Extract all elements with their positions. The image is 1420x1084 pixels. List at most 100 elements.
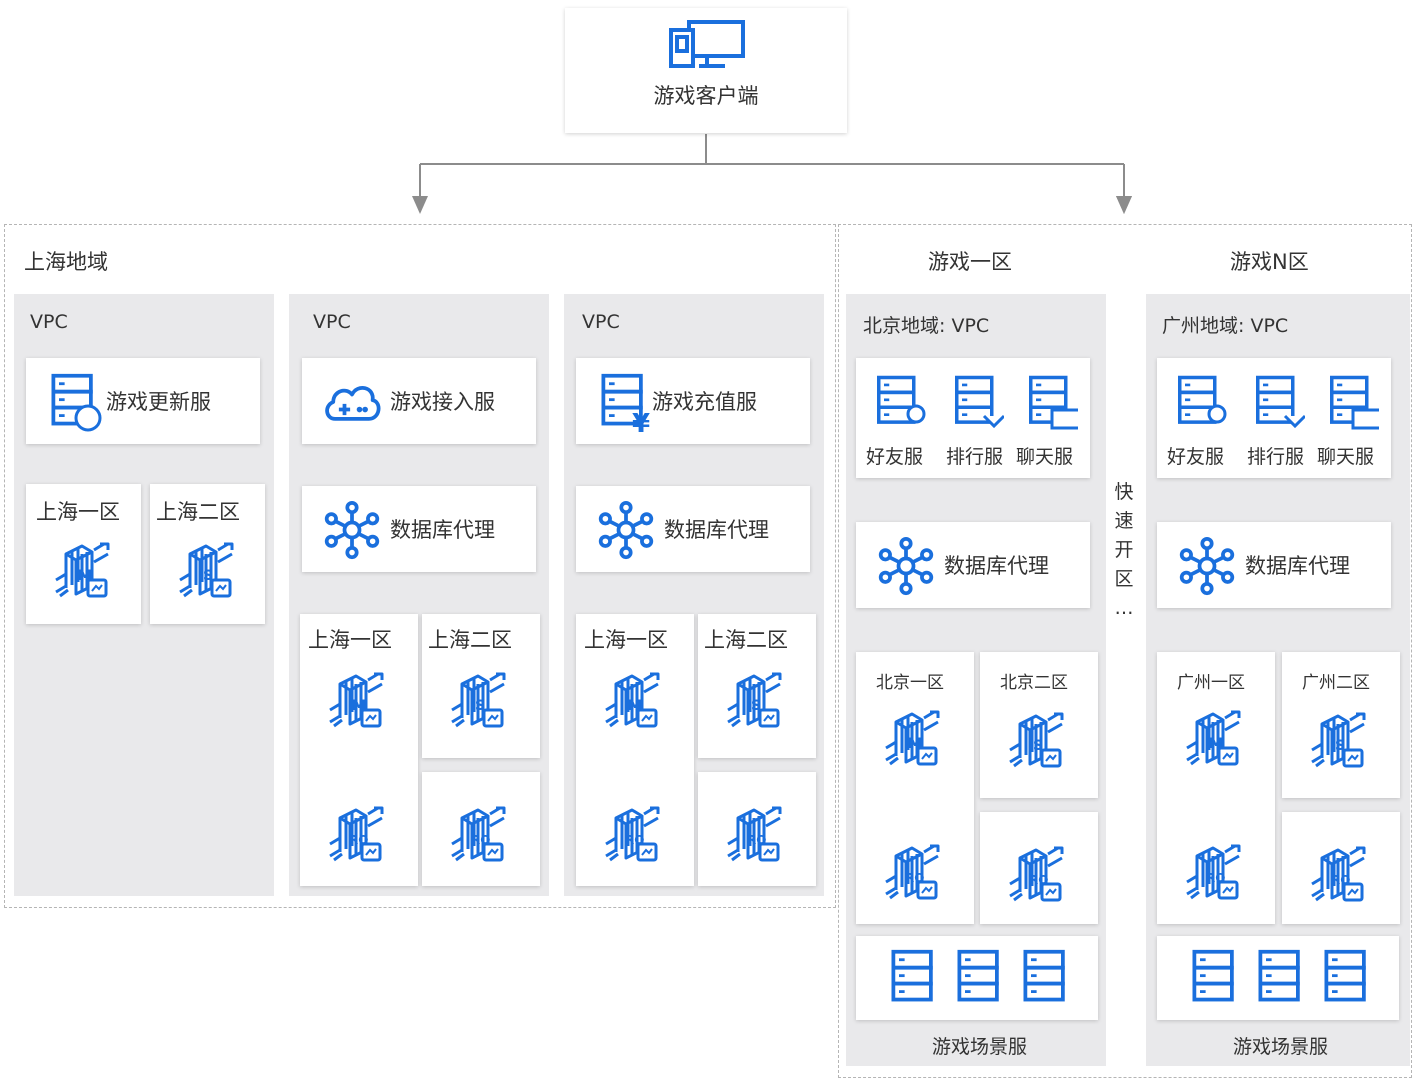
chat-server-icon (1022, 374, 1078, 430)
payment-server-card: ¥ 游戏充值服 (576, 358, 810, 444)
shanghai-region-label: 上海地域 (24, 250, 108, 274)
zoneN-label: 游戏N区 (1230, 250, 1309, 274)
db-proxy-card: 数据库代理 (576, 486, 810, 572)
server-icon (950, 948, 1010, 1008)
fast-open-ellipsis: … (1114, 597, 1134, 619)
db-readonly-icon: RO (326, 804, 390, 868)
scene-server-label: 游戏场景服 (1233, 1036, 1329, 1058)
db-proxy-label: 数据库代理 (1245, 554, 1350, 578)
friend-server-label: 好友服 (1167, 446, 1225, 468)
chat-server-label: 聊天服 (1016, 446, 1074, 468)
zone-a-box: 上海一区 M RO (576, 614, 694, 886)
db-proxy-hub-icon (876, 536, 936, 596)
svg-text:RO: RO (747, 833, 766, 847)
shanghai-region (4, 224, 836, 908)
vpc-label: VPC (582, 311, 620, 333)
svg-text:S: S (751, 698, 761, 714)
friend-server-icon (1171, 374, 1227, 430)
db-readonly-icon: RO (1006, 844, 1070, 908)
svg-text:M: M (908, 736, 922, 752)
chat-server-label: 聊天服 (1317, 446, 1375, 468)
db-readonly-icon: RO (1308, 844, 1372, 908)
scene-servers-card (1157, 936, 1399, 1020)
server-sync-icon (44, 372, 102, 432)
zone-b-label: 上海二区 (704, 628, 788, 652)
zone-a-label: 广州一区 (1177, 673, 1245, 693)
svg-text:M: M (352, 698, 366, 714)
zone-a-box: 北京一区 M RO (856, 652, 974, 924)
db-slave-icon: S (176, 540, 240, 604)
readonly-box: RO (980, 812, 1098, 924)
fast-open-zone-label: 快 速 开 区 … (1114, 478, 1134, 623)
svg-text:RO: RO (1029, 873, 1048, 887)
db-proxy-label: 数据库代理 (390, 518, 495, 542)
friend-server-icon (870, 374, 926, 430)
zone-a-box: 上海一区 M (26, 484, 141, 624)
db-proxy-hub-icon (596, 500, 656, 560)
zone-a-label: 上海一区 (36, 500, 120, 524)
db-proxy-card: 数据库代理 (1157, 522, 1391, 608)
fast-open-char: 开 (1114, 539, 1134, 561)
payment-server-label: 游戏充值服 (652, 390, 757, 414)
vpc-label: VPC (30, 311, 68, 333)
db-proxy-hub-icon (1177, 536, 1237, 596)
game-client-box: 游戏客户端 (565, 8, 847, 133)
svg-text:RO: RO (471, 833, 490, 847)
svg-text:RO: RO (625, 833, 644, 847)
access-server-label: 游戏接入服 (390, 390, 495, 414)
server-icon (1251, 948, 1311, 1008)
social-services-card: 好友服 排行服 聊天服 (1157, 358, 1391, 478)
access-server-card: 游戏接入服 (302, 358, 536, 444)
db-readonly-icon: RO (1183, 842, 1247, 906)
db-master-icon: M (1183, 708, 1247, 772)
db-master-icon: M (326, 670, 390, 734)
zone-b-box: 上海二区 S (150, 484, 265, 624)
db-readonly-icon: RO (602, 804, 666, 868)
svg-text:RO: RO (1206, 871, 1225, 885)
zone-b-box: 上海二区 S (422, 614, 540, 758)
svg-text:¥: ¥ (632, 409, 650, 432)
vpc-beijing-title: 北京地域: VPC (863, 315, 990, 337)
db-proxy-label: 数据库代理 (944, 554, 1049, 578)
rank-server-label: 排行服 (1247, 446, 1305, 468)
server-icon (884, 948, 944, 1008)
db-readonly-icon: RO (882, 842, 946, 906)
scene-servers-card (856, 936, 1098, 1020)
zone-b-box: 北京二区 S (980, 652, 1098, 798)
svg-text:S: S (475, 698, 485, 714)
svg-text:RO: RO (349, 833, 368, 847)
svg-text:S: S (1335, 738, 1345, 754)
db-readonly-icon: RO (448, 804, 512, 868)
db-slave-icon: S (724, 670, 788, 734)
readonly-box: RO (422, 772, 540, 886)
db-proxy-card: 数据库代理 (856, 522, 1090, 608)
rank-server-label: 排行服 (946, 446, 1004, 468)
svg-text:RO: RO (905, 871, 924, 885)
rank-server-icon (948, 374, 1004, 429)
db-slave-icon: S (1308, 710, 1372, 774)
db-master-icon: M (882, 708, 946, 772)
zone-b-label: 上海二区 (156, 500, 240, 524)
vpc-guangzhou-title: 广州地域: VPC (1162, 315, 1289, 337)
client-devices-icon (667, 20, 747, 70)
zone-a-box: 广州一区 M RO (1157, 652, 1275, 924)
game-zones-region (838, 224, 1412, 1078)
svg-text:M: M (78, 568, 92, 584)
social-services-card: 好友服 排行服 聊天服 (856, 358, 1090, 478)
cloud-gamepad-icon (322, 372, 382, 432)
zone-a-label: 上海一区 (308, 628, 392, 652)
zone-b-label: 上海二区 (428, 628, 512, 652)
server-icon (1016, 948, 1076, 1008)
zone-b-box: 广州二区 S (1282, 652, 1400, 798)
db-proxy-card: 数据库代理 (302, 486, 536, 572)
readonly-box: RO (698, 772, 816, 886)
svg-text:RO: RO (1331, 873, 1350, 887)
friend-server-label: 好友服 (866, 446, 924, 468)
readonly-box: RO (1282, 812, 1400, 924)
server-icon (1317, 948, 1377, 1008)
zone1-label: 游戏一区 (928, 250, 1012, 274)
update-server-card: 游戏更新服 (26, 358, 260, 444)
vpc-label: VPC (313, 311, 351, 333)
svg-text:S: S (203, 568, 213, 584)
server-icon (1185, 948, 1245, 1008)
